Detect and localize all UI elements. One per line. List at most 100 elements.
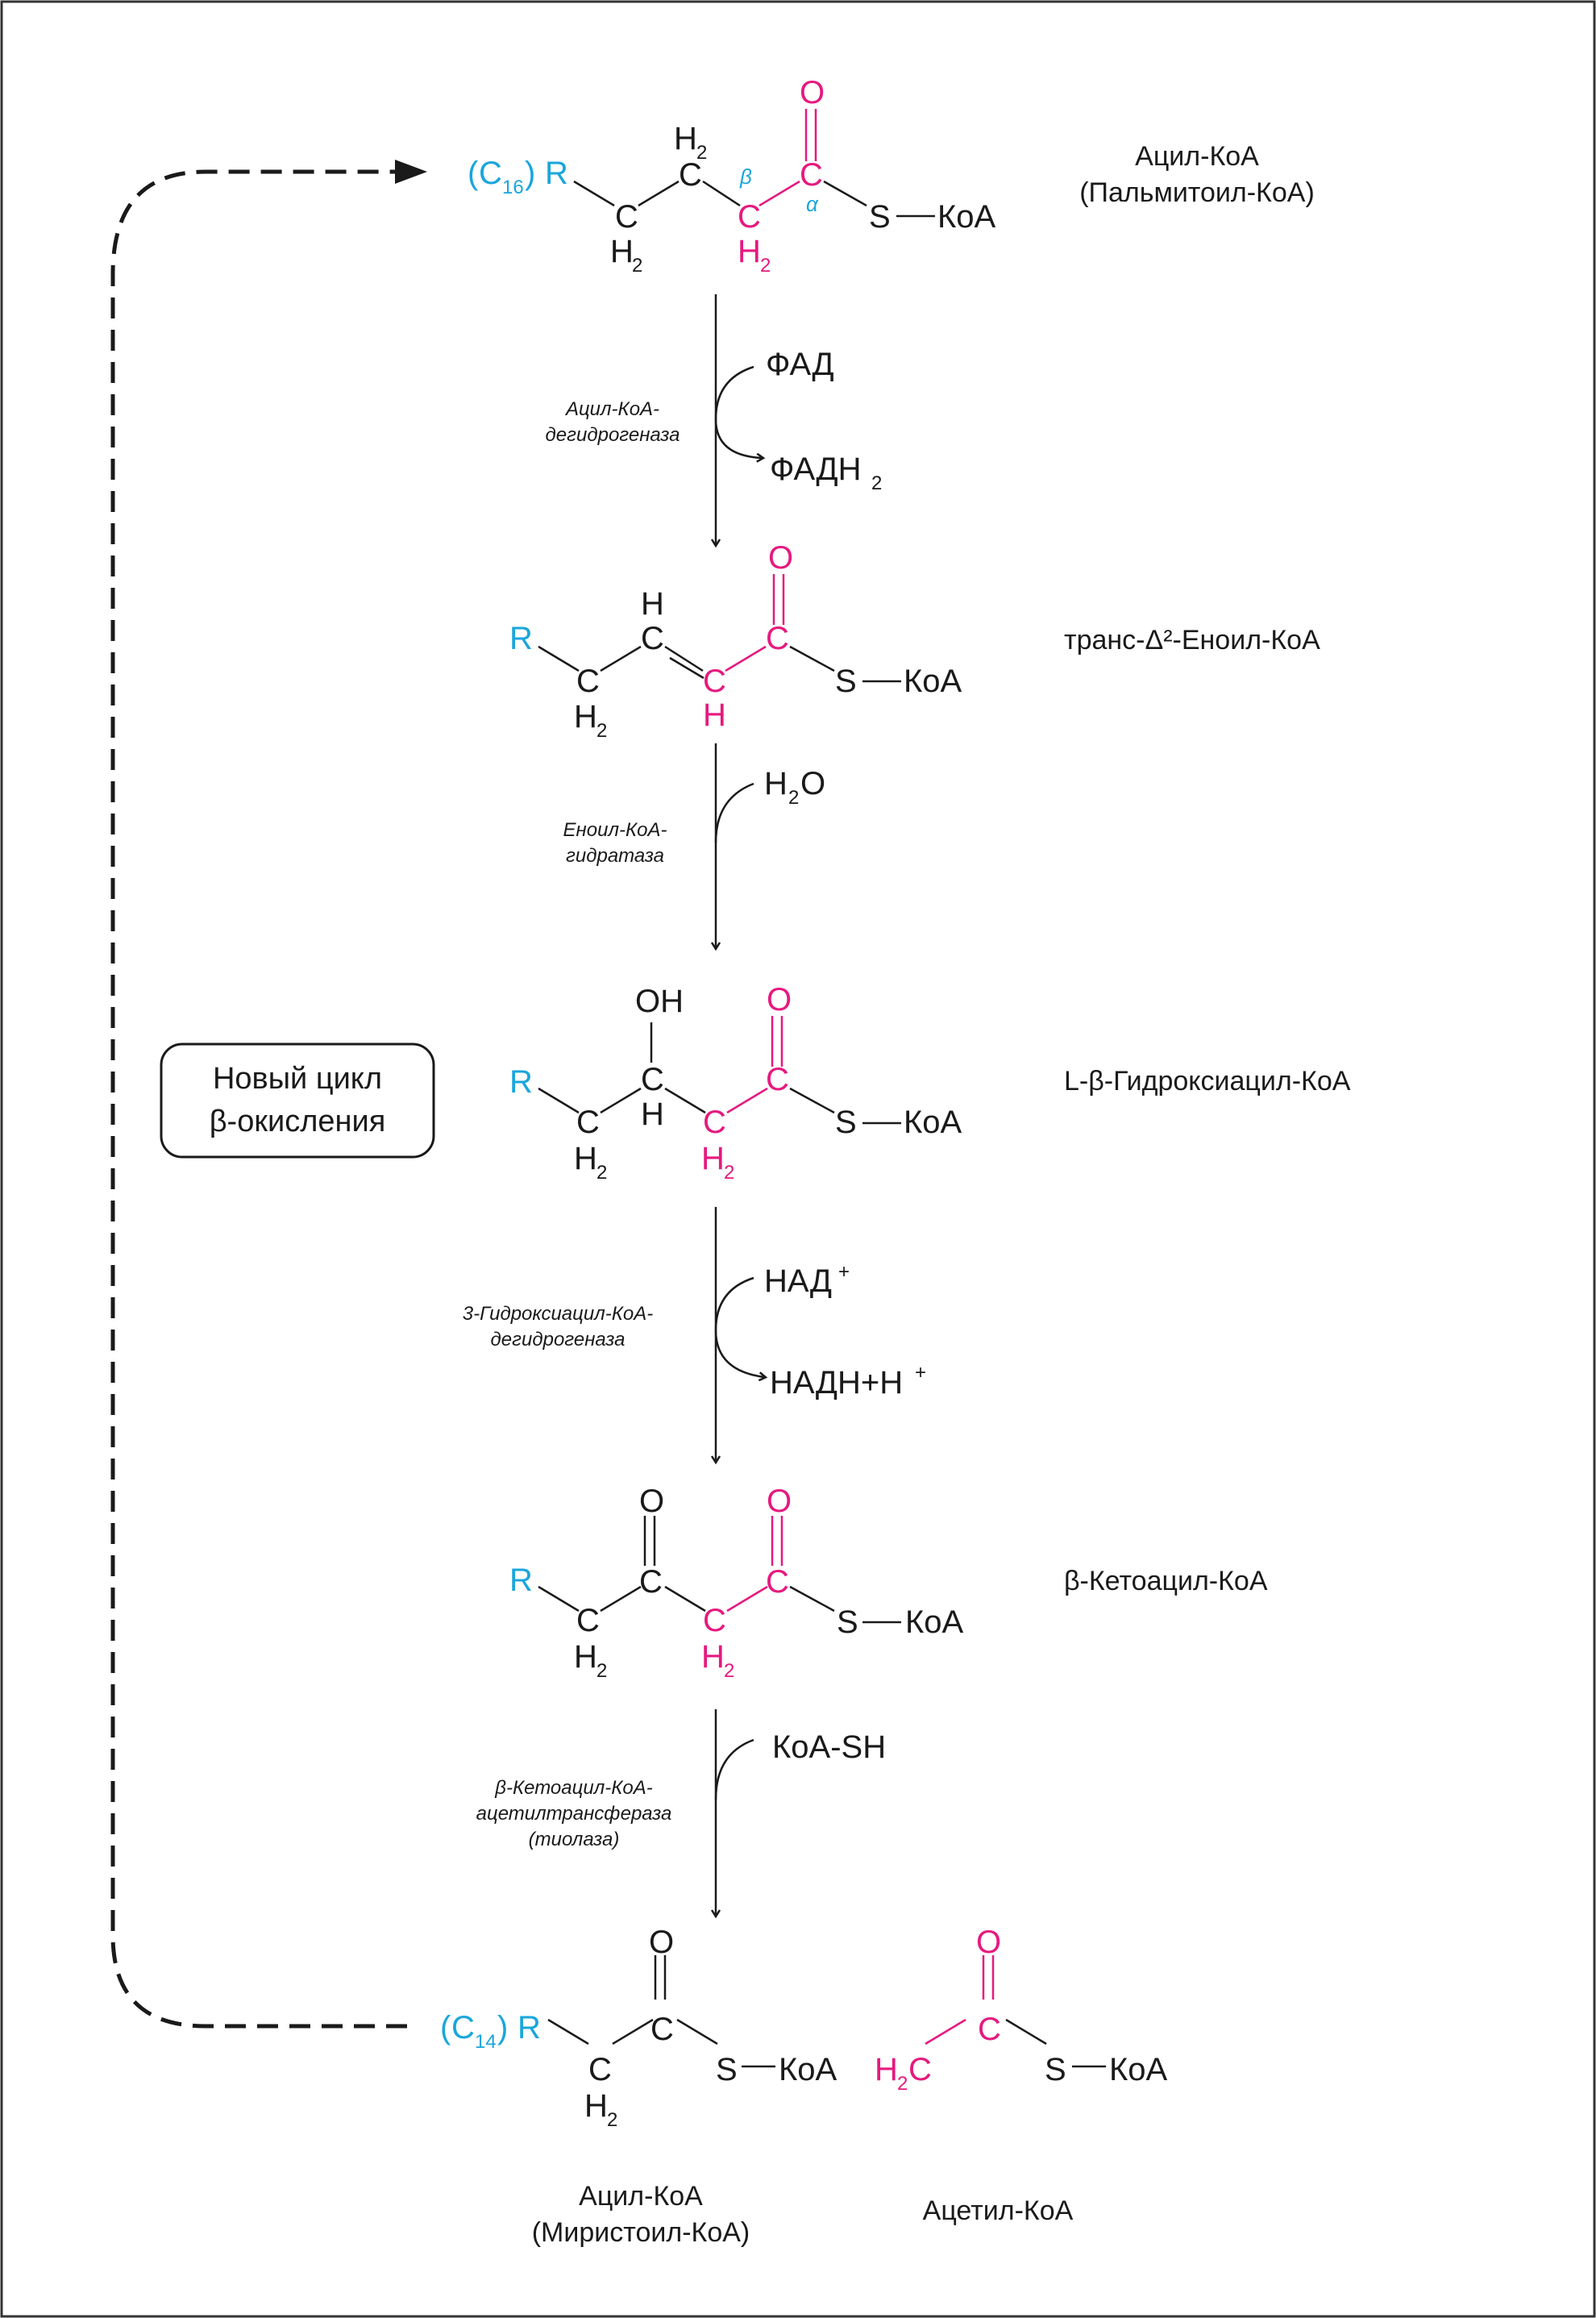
nad-sup: + (838, 1261, 850, 1283)
myristoyl-coa-structure: ( C 14 ) R C H 2 C O S КоА (440, 1925, 837, 2131)
h2-1-sub: 2 (596, 1162, 607, 1184)
c16-close-paren: ) (525, 156, 535, 191)
fadh2-sub: 2 (871, 472, 882, 494)
c16-open-paren: ( (468, 156, 479, 191)
h2-2-sub: 2 (696, 142, 707, 164)
r-group: R (509, 621, 533, 656)
sulfur: S (835, 1105, 857, 1140)
enzyme3-line2: дегидрогеназа (491, 1329, 626, 1350)
h2-1: H (610, 234, 634, 269)
enzyme3-line1: 3-Гидроксиацил-КоА- (463, 1303, 654, 1325)
carbon-1: C (588, 2052, 612, 2087)
h2-2: H (674, 121, 697, 156)
carbonyl-oxygen: O (800, 75, 825, 110)
label-ketoacyl: β-Кетоацил-КоА (1064, 1566, 1268, 1596)
h2-beta: H (701, 1141, 725, 1176)
koa: КоА (904, 664, 962, 699)
h2-beta-sub: 2 (760, 255, 771, 277)
sulfur: S (835, 664, 857, 699)
nadh: НАДН+Н (770, 1365, 903, 1400)
enzyme2-line2: гидратаза (566, 845, 664, 867)
enzyme4-line1: β-Кетоацил-КоА- (494, 1777, 652, 1799)
enoyl-coa-structure: R C H 2 C H C H C O S КоА (509, 540, 962, 742)
carbonyl-oxygen: O (768, 540, 793, 576)
acetyl-coa-structure: H 2 C C O S КоА (875, 1925, 1168, 2095)
carbon-alpha: C (703, 1603, 726, 1638)
c16-subscript: 16 (502, 177, 524, 198)
r-group: R (509, 1064, 533, 1100)
methyl-c: C (908, 2052, 932, 2087)
carbonyl-oxygen: O (767, 1484, 792, 1519)
h2-1-sub: 2 (632, 255, 642, 277)
label-hydroxyacyl: L-β-Гидроксиацил-КоА (1064, 1066, 1351, 1097)
h2o-h: H (764, 766, 788, 801)
keto-carbon: C (639, 1564, 663, 1600)
carbon-beta: C (738, 199, 761, 235)
h2o-o: O (800, 766, 825, 801)
koa: КоА (1109, 2052, 1168, 2087)
ketoacyl-coa-structure: R C H 2 C O C H 2 C O S КоА (509, 1484, 964, 1682)
carbonyl-oxygen: O (976, 1925, 1001, 1960)
nadh-sup: + (915, 1362, 926, 1384)
label-palmitoyl: (Пальмитоил-КоА) (1079, 177, 1315, 208)
h2-1-sub: 2 (596, 720, 607, 742)
beta-label: β (739, 164, 752, 189)
step2-cofactor-curve (714, 782, 754, 843)
h2-1: H (584, 2088, 608, 2124)
enzyme1-line1: Ацил-КоА- (564, 398, 659, 420)
h2-1: H (574, 699, 597, 735)
palmitoyl-coa-structure: ( C 16 ) R C H 2 C H 2 β C H 2 C α O S К… (468, 75, 996, 277)
step3-cofactor-curve (714, 1276, 768, 1382)
r-group: R (545, 156, 568, 191)
cycle-arrowhead (395, 160, 427, 184)
carbonyl-carbon: C (766, 1062, 789, 1097)
h2-1-sub: 2 (607, 2109, 617, 2131)
sulfur: S (869, 199, 891, 235)
nad: НАД (764, 1263, 832, 1299)
r-group: R (517, 2010, 541, 2045)
h2-1: H (574, 1141, 597, 1176)
label-acetyl: Ацетил-КоА (923, 2195, 1074, 2226)
c16-carbon: C (479, 156, 502, 191)
h-2: H (641, 586, 664, 622)
carbonyl-carbon: C (800, 157, 823, 193)
enzyme1-line2: дегидрогеназа (546, 424, 680, 446)
carbon-2: C (641, 1062, 664, 1097)
keto-oxygen: O (639, 1484, 664, 1519)
carbon-beta: C (703, 664, 726, 699)
h2-alpha-sub: 2 (724, 1660, 734, 1682)
cycle-box-line1: Новый цикл (213, 1062, 382, 1096)
h2-beta-sub: 2 (724, 1162, 734, 1184)
h2-beta: H (738, 234, 761, 269)
c14-close-paren: ) (497, 2010, 508, 2045)
enzyme4-line2: ацетилтрансфераза (476, 1803, 672, 1825)
carbonyl-carbon: C (766, 621, 789, 656)
carbon-1: C (576, 1105, 600, 1140)
sulfur: S (1045, 2052, 1066, 2087)
label-myristoyl: (Миристоил-КоА) (532, 2217, 750, 2248)
c14-open-paren: ( (440, 2010, 451, 2045)
methyl-h: H (875, 2052, 898, 2087)
carbon-1: C (576, 664, 600, 699)
label-acyl-coa: Ацил-КоА (1135, 141, 1259, 172)
fadh2: ФАДН (770, 452, 862, 487)
r-group: R (509, 1563, 533, 1598)
h-beta: H (703, 697, 726, 733)
carbonyl-oxygen: O (767, 982, 792, 1018)
fad: ФАД (766, 347, 834, 382)
koa: КоА (937, 199, 996, 235)
carbon-2: C (679, 157, 702, 193)
carbonyl-carbon: C (766, 1564, 789, 1600)
cycle-dashed-arrow (110, 169, 407, 2029)
koa: КоА (779, 2052, 837, 2087)
c14-carbon: C (451, 2010, 475, 2045)
hydroxyacyl-coa-structure: R C H 2 C H OH C H 2 C O S КоА (509, 982, 962, 1184)
enzyme4-line3: (тиолаза) (529, 1829, 620, 1850)
carbon-1: C (576, 1603, 600, 1638)
h2o-sub: 2 (788, 787, 799, 809)
alpha-label: α (806, 192, 819, 216)
carbonyl-carbon: C (978, 2012, 1001, 2047)
